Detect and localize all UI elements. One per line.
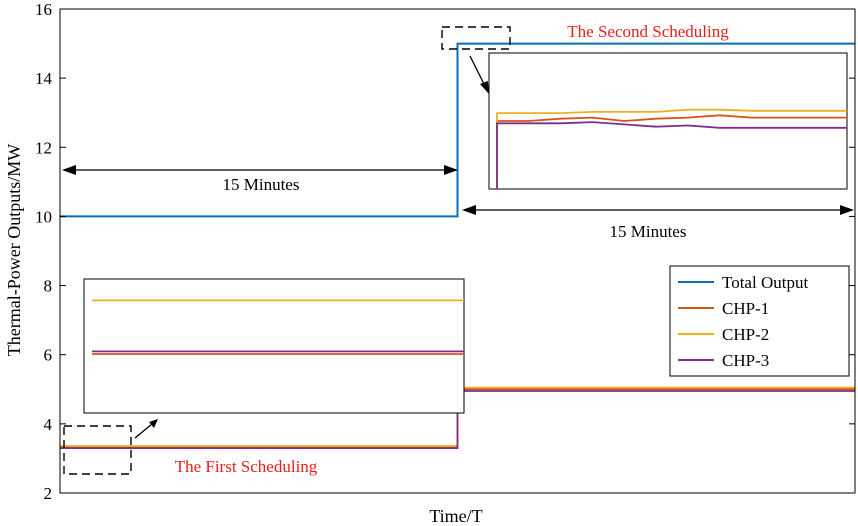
second-scheduling-inset <box>488 52 848 190</box>
zoom-arrow-second <box>469 55 487 89</box>
y-tick-label: 6 <box>44 346 53 365</box>
legend-label: CHP-2 <box>722 325 769 344</box>
legend-label: CHP-3 <box>722 351 769 370</box>
interval-arrowhead-2-left <box>462 205 476 215</box>
y-axis-label: Thermal-Power Outputs/MW <box>4 144 24 356</box>
y-tick-label: 14 <box>35 69 53 88</box>
series-line-total-output <box>60 42 855 218</box>
legend-label: CHP-1 <box>722 299 769 318</box>
first-scheduling-inset <box>83 278 465 414</box>
zoom-arrowhead-second <box>480 81 489 94</box>
y-tick-label: 2 <box>44 484 53 503</box>
inset-line-chp-2 <box>496 108 847 189</box>
x-axis-label: Time/T <box>429 506 482 526</box>
y-tick-label: 4 <box>44 415 53 434</box>
legend-label: Total Output <box>722 273 808 292</box>
interval-arrowhead-2-right <box>840 205 854 215</box>
y-tick-label: 16 <box>35 0 52 19</box>
insets <box>83 52 848 414</box>
inset-frame <box>83 278 465 414</box>
zoom-box-second <box>441 26 511 50</box>
zoom-box-first <box>63 425 132 475</box>
series-lines <box>60 42 855 450</box>
first-scheduling-label: The First Scheduling <box>175 457 318 476</box>
inset-line-chp-3 <box>496 121 847 189</box>
interval-label-1: 15 Minutes <box>223 175 300 194</box>
annotations: 15 Minutes 15 Minutes The Second Schedul… <box>62 22 854 476</box>
series-line-chp-3 <box>60 390 855 450</box>
second-scheduling-label: The Second Scheduling <box>567 22 729 41</box>
zoom-arrowhead-first <box>149 419 158 428</box>
interval-arrowhead-1-left <box>62 165 76 175</box>
inset-line-chp-1 <box>496 114 847 189</box>
axes-frame <box>59 8 856 494</box>
axes: Time/T Thermal-Power Outputs/MW 2 4 6 8 10 12… <box>4 0 856 526</box>
y-tick-label: 12 <box>35 138 52 157</box>
legend-box <box>669 265 850 377</box>
y-tick-label: 10 <box>35 207 52 226</box>
interval-label-2: 15 Minutes <box>610 222 687 241</box>
interval-arrowhead-1-right <box>444 165 458 175</box>
y-tick-label: 8 <box>44 277 53 296</box>
inset-frame <box>488 52 848 190</box>
zoom-arrow-first <box>134 423 153 439</box>
